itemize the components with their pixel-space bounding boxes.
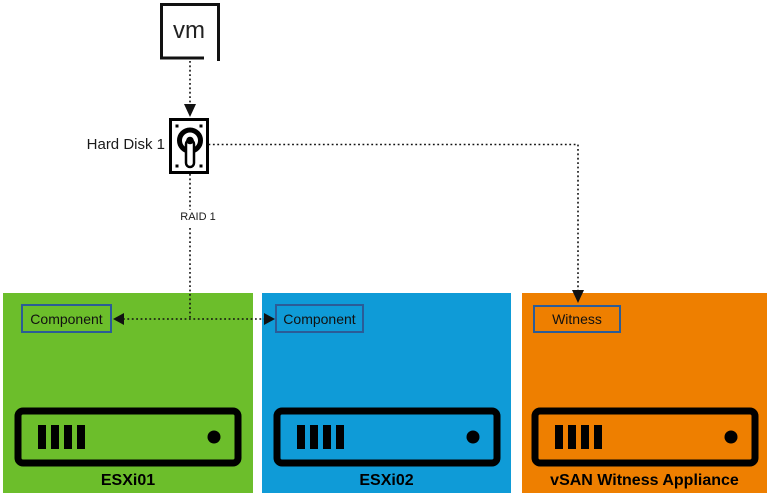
witness-box: Witness	[533, 305, 621, 333]
host-name-esxi01: ESXi01	[100, 472, 156, 489]
server-vents	[554, 425, 602, 449]
hard-disk-corner-screws	[175, 124, 203, 168]
server-led	[207, 430, 221, 444]
server-icon	[14, 407, 242, 467]
server-icon	[531, 407, 758, 467]
witness-label: Witness	[552, 311, 602, 327]
server-led	[724, 430, 737, 444]
component-box-esxi01: Component	[21, 304, 112, 333]
host-name-witness: vSAN Witness Appliance	[550, 472, 739, 489]
arrow-vm-to-disk	[184, 61, 196, 117]
hard-disk-icon	[169, 118, 209, 174]
hard-disk-label: Hard Disk 1	[86, 136, 165, 153]
server-vents	[38, 425, 85, 449]
arrow-disk-to-witness	[208, 143, 584, 303]
raid-label: RAID 1	[180, 211, 216, 223]
component-label: Component	[30, 310, 103, 327]
host-name-esxi02: ESXi02	[359, 472, 414, 489]
host-witness-appliance: Witness vSAN Witness Appliance	[522, 293, 767, 493]
server-led	[466, 430, 479, 444]
server-vents	[296, 425, 344, 449]
server-icon	[273, 407, 500, 467]
component-box-esxi02: Component	[275, 304, 364, 333]
component-label: Component	[283, 310, 356, 327]
vm-label: vm	[173, 16, 205, 44]
host-esxi02: Component ESXi02	[262, 293, 511, 493]
host-esxi01: Component ESXi01	[3, 293, 253, 493]
